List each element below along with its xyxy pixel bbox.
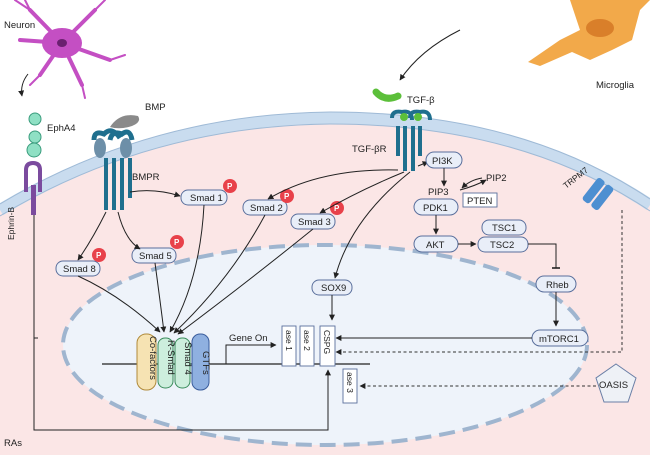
phospho-badge xyxy=(92,248,106,262)
gene-on-label: Gene On xyxy=(229,333,268,344)
ase3-label: ase 3 xyxy=(345,372,355,393)
pip2-label: PIP2 xyxy=(486,173,507,184)
cofactors-label: Co-factors xyxy=(147,336,158,380)
ase1-box xyxy=(281,325,297,367)
pten-box xyxy=(462,192,498,208)
phospho-badge xyxy=(330,201,344,215)
gtfs-label: GTFs xyxy=(200,351,211,375)
epha4-molecule xyxy=(28,112,42,126)
phospho-badge xyxy=(280,189,294,203)
phospho-badge xyxy=(170,235,184,249)
pdk1-label: PDK1 xyxy=(423,203,448,214)
tgfb-label: TGF-β xyxy=(407,95,435,106)
trpm7-channel xyxy=(582,178,614,210)
phospho-label: P xyxy=(334,204,340,213)
rheb-label: Rheb xyxy=(546,280,569,291)
akt-label: AKT xyxy=(426,240,445,251)
cell-membrane xyxy=(0,111,650,216)
cspg-label: CSPG xyxy=(322,330,332,354)
sox9-label: SOX9 xyxy=(321,283,346,294)
cspg-box xyxy=(319,325,336,367)
phospho-label: P xyxy=(227,182,233,191)
microglia-cell xyxy=(528,0,650,66)
gtfs-shape xyxy=(191,333,210,391)
pip3-label: PIP3 xyxy=(428,187,449,198)
bmpr-receptor xyxy=(91,128,135,210)
bmp-label: BMP xyxy=(145,102,166,113)
mtorc1-label: mTORC1 xyxy=(539,334,579,345)
tgfb-ligand xyxy=(372,88,402,102)
ephrinb-molecule xyxy=(24,142,42,215)
smad5-label: Smad 5 xyxy=(139,251,172,262)
pi3k-label: PI3K xyxy=(432,156,453,167)
ase2-label: ase 2 xyxy=(302,330,312,351)
smad8-label: Smad 8 xyxy=(63,264,96,275)
epha4-molecule xyxy=(28,130,42,144)
tgfbr-label: TGF-βR xyxy=(352,144,387,155)
smad1-label: Smad 1 xyxy=(190,193,223,204)
phospho-label: P xyxy=(174,238,180,247)
smad5-node xyxy=(131,247,177,264)
tgfbr-receptor xyxy=(390,109,432,171)
smad4-shape xyxy=(174,337,191,389)
smad3-label: Smad 3 xyxy=(298,217,331,228)
oasis-shape xyxy=(595,363,637,403)
neuron-cell xyxy=(14,0,126,99)
phospho-badge xyxy=(223,179,237,193)
ephrinb-label: Ephrin-B xyxy=(6,207,16,240)
tsc1-label: TSC1 xyxy=(492,223,516,234)
rsmad-shape xyxy=(157,337,174,389)
bmp-ligand xyxy=(110,115,140,129)
microglia-label: Microglia xyxy=(596,80,635,91)
epha4-label: EphA4 xyxy=(47,123,76,134)
ase1-label: ase 1 xyxy=(284,330,294,351)
oasis-label: OASIS xyxy=(599,380,628,391)
rsmad-label: R-Smad xyxy=(165,340,176,375)
ras-label: RAs xyxy=(4,438,22,449)
phospho-label: P xyxy=(284,192,290,201)
ase2-box xyxy=(299,325,315,367)
tsc2-label: TSC2 xyxy=(490,240,514,251)
ase3-box xyxy=(342,368,358,404)
bmpr-label: BMPR xyxy=(132,172,160,183)
smad2-label: Smad 2 xyxy=(250,203,283,214)
pten-label: PTEN xyxy=(467,196,492,207)
smad4-label: Smad 4 xyxy=(182,342,193,375)
cofactors-shape xyxy=(136,333,157,391)
phospho-label: P xyxy=(96,251,102,260)
tsc1-node xyxy=(481,219,527,236)
neuron-label: Neuron xyxy=(4,20,35,31)
